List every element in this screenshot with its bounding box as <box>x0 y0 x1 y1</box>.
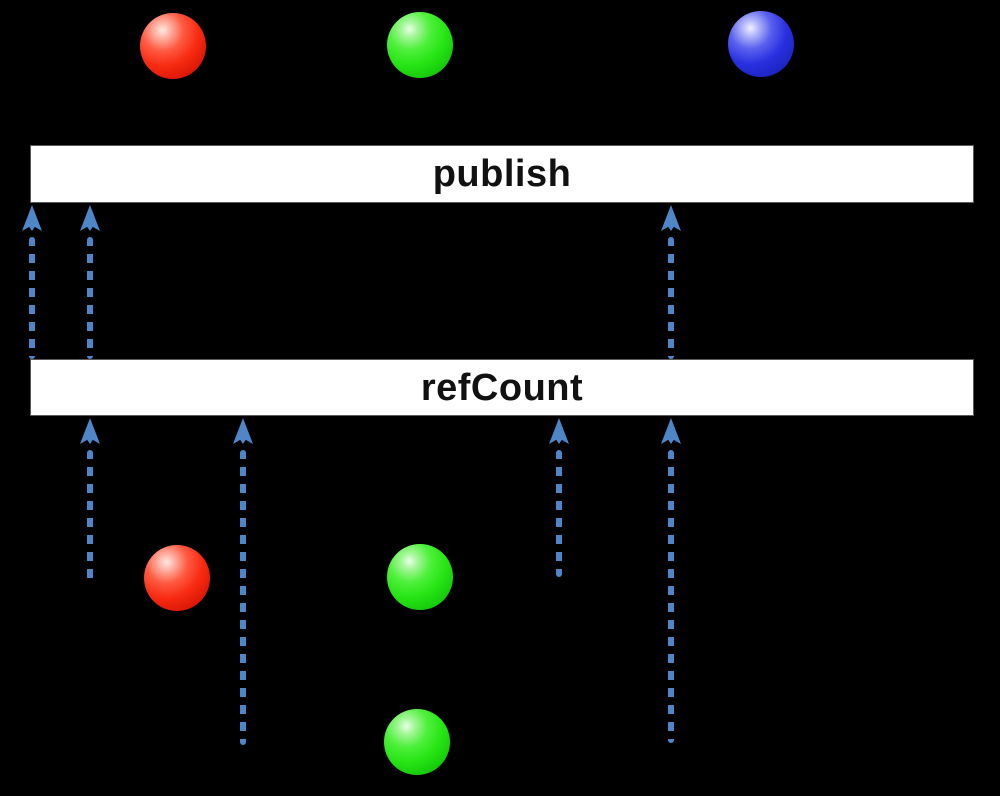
dashed-line <box>240 450 246 745</box>
subscription-arrow-to-publish <box>661 205 681 359</box>
arrow-up-icon <box>80 418 100 444</box>
subscription-arrow-to-refcount <box>661 418 681 743</box>
dashed-line <box>668 237 674 359</box>
output-marble-green <box>387 544 453 610</box>
dashed-line <box>29 237 35 359</box>
dashed-line <box>87 450 93 580</box>
arrow-up-icon <box>549 418 569 444</box>
operator-bar-publish: publish <box>30 145 974 203</box>
arrow-up-icon <box>661 418 681 444</box>
subscription-arrow-to-refcount <box>80 418 100 580</box>
dashed-line <box>668 450 674 743</box>
operator-label-publish: publish <box>432 153 572 195</box>
operator-bar-refcount: refCount <box>30 359 974 416</box>
source-marble-red <box>140 13 206 79</box>
operator-label-refcount: refCount <box>420 366 584 409</box>
subscription-arrow-to-refcount <box>549 418 569 577</box>
output-marble-green2 <box>384 709 450 775</box>
source-marble-green <box>387 12 453 78</box>
subscription-arrow-to-publish <box>80 205 100 359</box>
subscription-arrow-to-publish <box>22 205 42 359</box>
dashed-line <box>556 450 562 577</box>
arrow-up-icon <box>661 205 681 231</box>
arrow-up-icon <box>80 205 100 231</box>
subscription-arrow-to-refcount <box>233 418 253 745</box>
arrow-up-icon <box>22 205 42 231</box>
dashed-line <box>87 237 93 359</box>
source-marble-blue <box>728 11 794 77</box>
arrow-up-icon <box>233 418 253 444</box>
output-marble-red <box>144 545 210 611</box>
